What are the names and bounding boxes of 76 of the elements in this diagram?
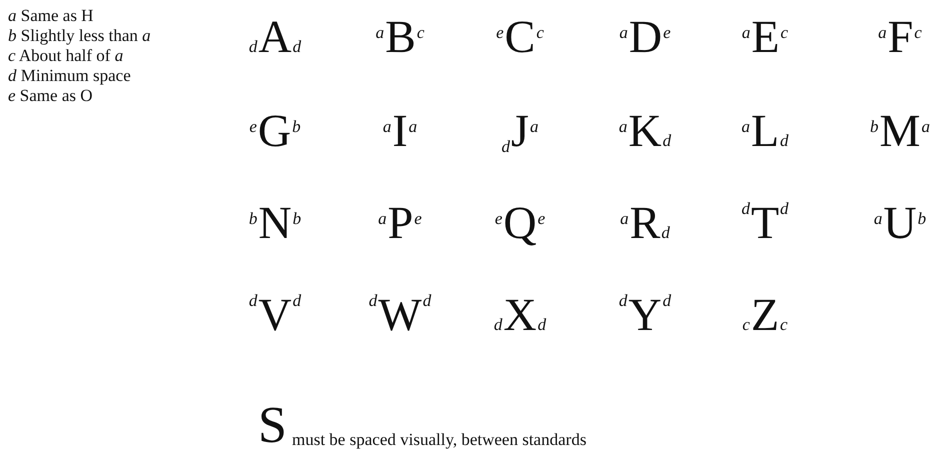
spacing-mark: d <box>248 291 258 311</box>
spacing-mark: d <box>536 315 548 335</box>
letter-glyph: A <box>258 14 292 60</box>
spacing-mark: d <box>660 223 671 243</box>
letter-glyph: V <box>258 292 292 338</box>
spacing-mark: d <box>492 315 504 335</box>
letter-glyph: P <box>388 200 414 246</box>
spacing-mark: e <box>494 209 504 229</box>
spacing-mark: c <box>913 23 923 43</box>
spacing-mark: a <box>377 209 388 229</box>
letter-glyph: B <box>385 14 416 60</box>
letter-glyph: E <box>751 14 780 60</box>
spacing-mark: c <box>779 315 789 335</box>
letter-glyph: Q <box>503 200 537 246</box>
spacing-mark: d <box>618 291 628 311</box>
spacing-mark: e <box>536 209 546 229</box>
spacing-mark: a <box>877 23 888 43</box>
spacing-mark: a <box>382 117 392 137</box>
spacing-mark: d <box>662 291 672 311</box>
spacing-mark: a <box>408 117 418 137</box>
letter-glyph: J <box>511 108 529 154</box>
letter-glyph: W <box>378 292 422 338</box>
letter-glyph: Y <box>628 292 662 338</box>
letter-glyph: T <box>750 200 780 246</box>
legend-entry: e Same as O <box>8 86 93 106</box>
spacing-mark: b <box>291 117 302 137</box>
spacing-mark: d <box>422 291 432 311</box>
spacing-mark: c <box>535 23 545 43</box>
letter-glyph: X <box>503 292 537 338</box>
spacing-mark: a <box>740 23 752 43</box>
spacing-mark: e <box>413 209 423 229</box>
letter-glyph: M <box>880 108 920 154</box>
letter-glyph: C <box>504 14 536 60</box>
spacing-mark: a <box>740 117 751 137</box>
legend-entry: d Minimum space <box>8 66 131 86</box>
letter-glyph: U <box>883 200 917 246</box>
spacing-mark: c <box>780 23 790 43</box>
letter-glyph: R <box>630 200 660 246</box>
spacing-mark: a <box>618 117 628 137</box>
spacing-mark: d <box>368 291 378 311</box>
spacing-mark: d <box>248 37 258 57</box>
spacing-mark: d <box>779 199 790 219</box>
spacing-mark: e <box>662 23 672 43</box>
letter-glyph: N <box>258 200 292 246</box>
spacing-mark: d <box>292 37 302 57</box>
spacing-mark: a <box>920 117 931 137</box>
spacing-mark: b <box>916 209 928 229</box>
spacing-mark: e <box>495 23 505 43</box>
legend-entry: c About half of a <box>8 46 124 66</box>
letter-glyph: F <box>888 14 914 60</box>
note-text: must be spaced visually, between standards <box>292 430 586 450</box>
letter-glyph: I <box>392 108 408 154</box>
spacing-mark: b <box>248 209 258 229</box>
spacing-mark: b <box>292 209 302 229</box>
spacing-mark: d <box>740 199 751 219</box>
spacing-mark: a <box>374 23 386 43</box>
letter-glyph: G <box>258 108 292 154</box>
spacing-mark: a <box>619 209 630 229</box>
letter-glyph: S <box>258 398 287 454</box>
spacing-mark: a <box>872 209 884 229</box>
spacing-mark: c <box>416 23 426 43</box>
spacing-mark: d <box>292 291 302 311</box>
spacing-mark: e <box>248 117 258 137</box>
spacing-mark: d <box>779 131 790 151</box>
spacing-mark: d <box>500 137 512 157</box>
spacing-mark: b <box>869 117 880 137</box>
spacing-mark: a <box>618 23 629 43</box>
legend-entry: a Same as H <box>8 6 94 26</box>
legend-entry: b Slightly less than a <box>8 26 151 46</box>
letter-glyph: Z <box>750 292 780 338</box>
letter-glyph: D <box>628 14 662 60</box>
spacing-mark: d <box>662 131 672 151</box>
spacing-mark: c <box>741 315 751 335</box>
letter-glyph: L <box>750 108 780 154</box>
spacing-mark: a <box>528 117 540 137</box>
letter-glyph: K <box>628 108 662 154</box>
